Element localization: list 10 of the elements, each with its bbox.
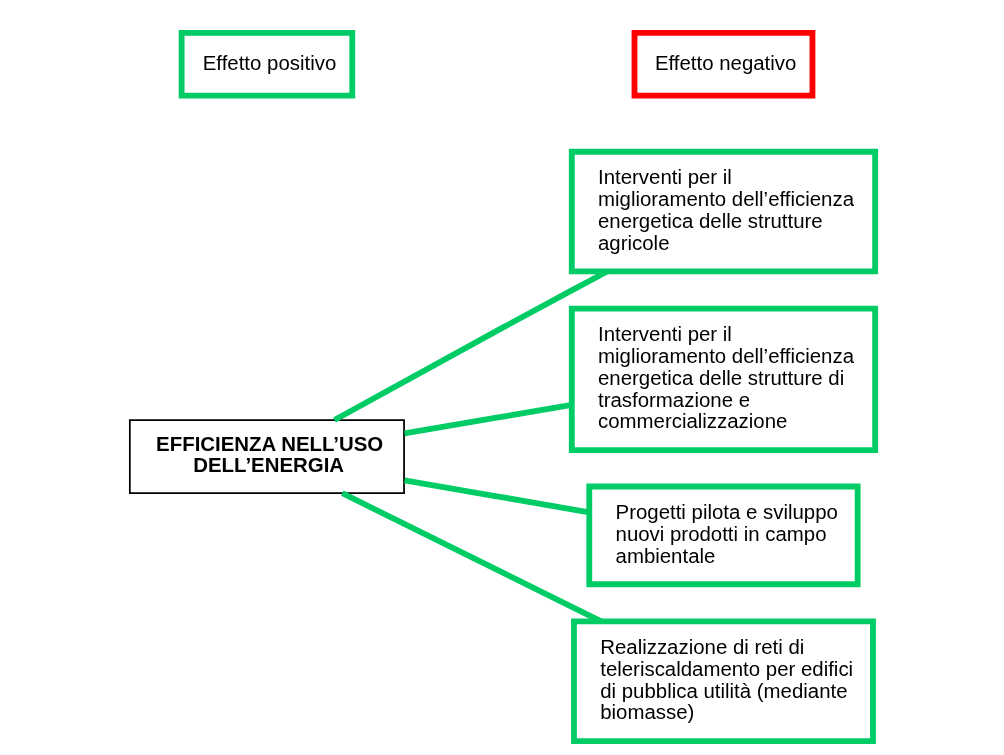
node-box: Progetti pilota e sviluppo nuovi prodotti in campo ambientale [585,483,861,588]
node-box: Interventi per il miglioramento dell’efficienza energetica delle strutture di trasformazione e commercializzazione [568,305,878,453]
connector [403,402,572,437]
node-box: EFFICIENZA NELL’USO DELL’ENERGIA [128,419,405,494]
node-box: Realizzazione di reti di teleriscaldamento per edifici di pubblica utilità (mediante biomasse) [570,618,876,744]
legend-label: Effetto positivo [202,52,336,75]
connector [340,490,602,625]
legend-label: Effetto negativo [654,52,796,75]
connector [403,477,590,516]
node-box: Interventi per il miglioramento dell’efficienza energetica delle strutture agricole [568,148,878,275]
